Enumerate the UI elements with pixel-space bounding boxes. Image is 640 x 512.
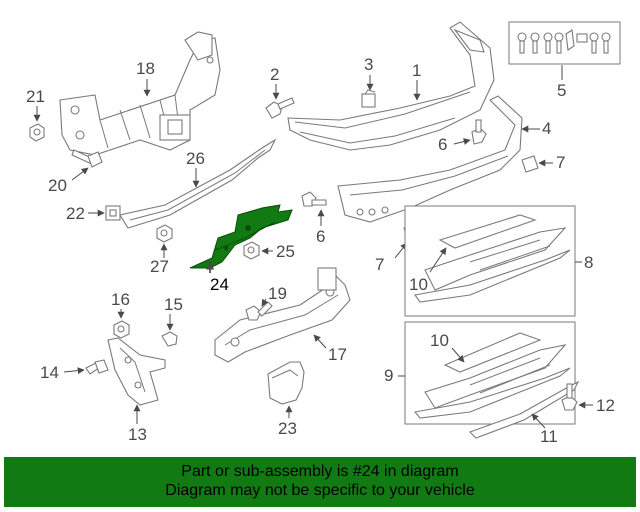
bracket-23[interactable]: [267, 361, 305, 405]
bolt-20[interactable]: [71, 149, 103, 168]
callout-13: 13: [128, 425, 147, 444]
footer-line-1: Part or sub-assembly is #24 in diagram: [181, 463, 459, 480]
absorber-26[interactable]: [119, 138, 277, 229]
callout-10-lower: 10: [430, 331, 449, 350]
callout-15: 15: [164, 295, 183, 314]
callout-18: 18: [136, 59, 155, 78]
callout-20: 20: [48, 176, 67, 195]
callout-2: 2: [270, 65, 279, 84]
bolt-15[interactable]: [161, 331, 178, 347]
bumper-cover-1[interactable]: [287, 21, 495, 151]
callout-16: 16: [111, 290, 130, 309]
callout-1: 1: [412, 61, 421, 80]
impact-bar-17[interactable]: [214, 267, 351, 363]
callout-3: 3: [364, 55, 373, 74]
callout-6-upper: 6: [438, 135, 447, 154]
nut-16[interactable]: [113, 320, 130, 339]
callout-22: 22: [66, 204, 85, 223]
callout-10-upper: 10: [409, 275, 428, 294]
callout-5: 5: [557, 81, 566, 100]
callout-11: 11: [540, 427, 558, 446]
callout-14: 14: [40, 363, 59, 382]
nut-27[interactable]: [156, 224, 173, 243]
bolt-14[interactable]: [85, 359, 109, 375]
footer-banner: Part or sub-assembly is #24 in diagram D…: [4, 457, 636, 507]
callout-21: 21: [26, 87, 45, 106]
assembly-box-8[interactable]: [404, 205, 576, 317]
callout-8: 8: [584, 253, 593, 272]
hardware-kit-5[interactable]: [508, 21, 621, 65]
callout-9: 9: [384, 366, 393, 385]
parts-diagram: 18 21 20 26 22 27 24: [26, 21, 621, 446]
clip-7-right[interactable]: [521, 155, 539, 173]
callout-27: 27: [150, 257, 169, 276]
callout-6-center: 6: [316, 227, 325, 246]
bolt-19[interactable]: [245, 301, 273, 321]
nut-21[interactable]: [29, 123, 45, 142]
bolt-12[interactable]: [561, 383, 578, 411]
callout-24: 24: [210, 275, 229, 294]
lower-bumper-4[interactable]: [337, 95, 523, 223]
bolt-2[interactable]: [265, 97, 295, 119]
callout-17: 17: [328, 345, 347, 364]
clip-22[interactable]: [105, 205, 121, 221]
callout-26: 26: [186, 149, 205, 168]
footer-line-2: Diagram may not be specific to your vehi…: [165, 482, 475, 499]
callout-4: 4: [542, 119, 551, 138]
nut-25[interactable]: [243, 241, 260, 260]
clip-3[interactable]: [361, 89, 376, 108]
side-bracket-13[interactable]: [107, 337, 166, 406]
callout-7-right: 7: [556, 153, 565, 172]
callout-19: 19: [268, 284, 287, 303]
bolt-6-center[interactable]: [301, 191, 327, 207]
callout-23: 23: [278, 419, 297, 438]
tow-hitch-18[interactable]: [59, 31, 221, 156]
callout-12: 12: [596, 396, 615, 415]
trim-strip-11[interactable]: [468, 380, 580, 439]
callout-25: 25: [276, 242, 295, 261]
bracket-24-highlighted[interactable]: [189, 204, 293, 269]
callout-7-center: 7: [375, 255, 384, 274]
bolt-6-upper[interactable]: [471, 119, 487, 145]
